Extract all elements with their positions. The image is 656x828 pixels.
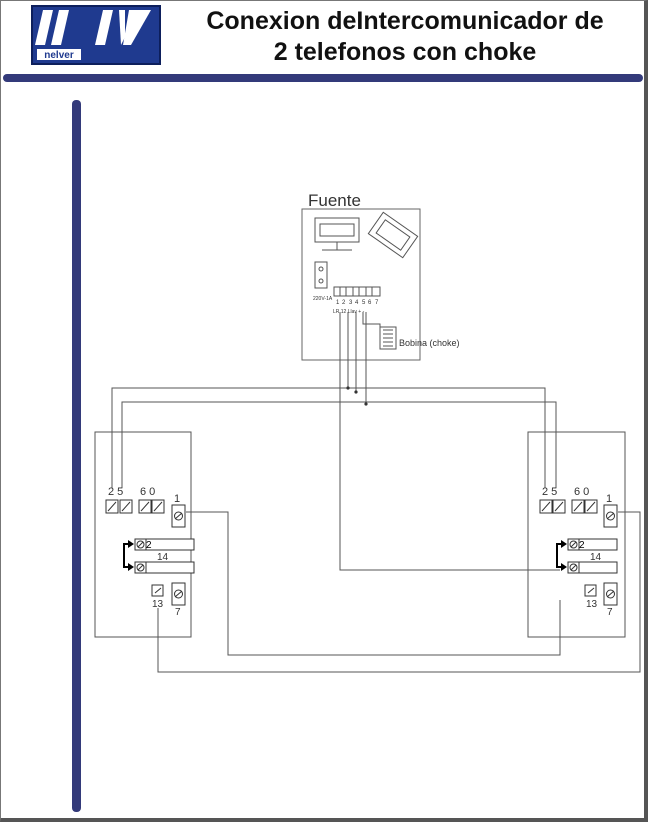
left-terminal-label-60: 6 0: [140, 486, 155, 498]
wire-bottom-2: [157, 511, 641, 673]
brand-logo: nelver: [31, 5, 161, 65]
title-line-1: Conexion deIntercomunicador de: [206, 7, 604, 35]
right-terminal-label-1: 1: [606, 493, 612, 505]
right-terminal-label-2: 2: [579, 540, 585, 551]
terminal-strip: [333, 286, 381, 297]
logo-graphic: nelver: [35, 10, 151, 61]
terminal-number-4: 4: [355, 300, 359, 306]
wire-bus-inner: [121, 401, 557, 488]
fuse-icon: [314, 261, 328, 289]
transformer-icon: [314, 217, 360, 251]
left-terminal-label-25: 2 5: [108, 486, 123, 498]
right-terminal-label-7: 7: [607, 607, 613, 618]
phone-left-terminals: [105, 499, 195, 606]
terminal-number-7: 7: [375, 300, 379, 306]
phone-right-terminals: [539, 499, 618, 606]
terminal-number-3: 3: [349, 300, 353, 306]
choke-label: Bobina (choke): [399, 338, 460, 348]
power-supply-label: Fuente: [308, 191, 361, 210]
right-terminal-label-13: 13: [586, 599, 598, 610]
left-terminal-label-2: 2: [146, 540, 152, 551]
wire-bus-outer: [111, 387, 546, 488]
relay-icon: [367, 211, 419, 259]
phone-box-left: [94, 431, 192, 638]
terminal-number-1: 1: [336, 300, 340, 306]
title-line-2: 2 telefonos con choke: [273, 38, 537, 66]
right-terminal-label-14: 14: [590, 552, 602, 563]
wire-to-right-14: [339, 312, 560, 571]
fuse-label: 220V-1A: [313, 296, 333, 302]
right-terminal-label-25: 2 5: [542, 486, 557, 498]
header-divider-bar: [3, 74, 643, 82]
left-accent-bar: [72, 100, 81, 812]
terminal-number-5: 5: [362, 300, 366, 306]
terminal-number-6: 6: [368, 300, 372, 306]
choke-coil-icon: [379, 326, 397, 350]
left-terminal-label-13: 13: [152, 599, 164, 610]
left-terminal-label-1: 1: [174, 493, 180, 505]
logo-text: nelver: [44, 50, 74, 61]
left-terminal-label-7: 7: [175, 607, 181, 618]
terminal-marks: LR 12 Llav + -: [333, 309, 365, 315]
left-terminal-label-14: 14: [157, 552, 169, 563]
page-title: Conexion deIntercomunicador de 2 telefon…: [168, 6, 642, 68]
power-supply-box: [301, 208, 421, 361]
wire-bottom-1: [186, 511, 561, 656]
right-terminal-label-60: 6 0: [574, 486, 589, 498]
wire-choke: [362, 312, 381, 330]
phone-box-right: [527, 431, 626, 638]
terminal-number-2: 2: [342, 300, 346, 306]
